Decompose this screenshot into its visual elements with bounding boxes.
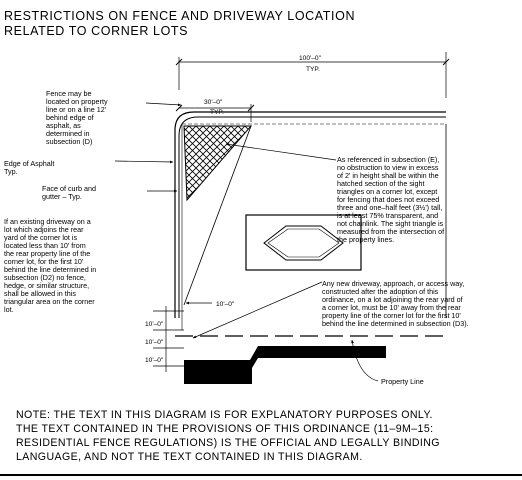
sight-note-line: measured from the intersection of (337, 227, 444, 236)
sight-triangle-note: As referenced in subsection (E), no obst… (337, 155, 446, 244)
asphalt-edge-note: Edge of Asphalt Typ. (4, 159, 56, 176)
sight-triangle-hatched (183, 125, 253, 202)
dim-10-label-1: 10'–0" (145, 321, 164, 328)
driveway-note-line: lot which adjoins the rear (4, 225, 84, 234)
curb-note-line: Face of curb and (42, 184, 96, 193)
fence-note-line: asphalt, as (46, 121, 81, 130)
sight-note-line: for fencing that does not exceed (337, 195, 439, 204)
fence-note-line: Fence may be (46, 89, 92, 98)
curb-and-asphalt-lines (174, 111, 446, 330)
fence-note-line: located on property (46, 97, 108, 106)
dim-100-typ: TYP. (306, 66, 320, 73)
sight-note-line: of 2' in height shall be within the (337, 171, 439, 180)
existing-driveway-note: If an existing driveway on a lot which a… (4, 217, 98, 314)
fence-note-line: subsection (D) (46, 137, 92, 146)
dimension-10-ft-stack: 10'–0" 10'–0" 10'–0" 10'–0" (145, 301, 235, 372)
note-line: LANGUAGE, AND NOT THE TEXT CONTAINED IN … (16, 451, 363, 463)
fence-note-line: line or on a line 12' (46, 105, 107, 114)
curb-note-line: gutter – Typ. (42, 192, 82, 201)
new-driveway-line: property line of the corner lot for the … (322, 311, 461, 320)
new-driveway-line: a corner lot, must be 10' away from the … (322, 303, 461, 312)
driveway-note-line: If an existing driveway on a (4, 217, 91, 226)
driveway-note-line: subsection (D2) no fence, (4, 273, 86, 282)
curb-face-note: Face of curb and gutter – Typ. (42, 184, 98, 201)
house-footprint (245, 214, 362, 271)
note-line: RESIDENTIAL FENCE REGULATIONS) IS THE OF… (16, 437, 440, 449)
fence-location-note: Fence may be located on property line or… (46, 89, 110, 146)
driveway-note-line: corner lot, for the first 10' (4, 257, 84, 266)
note-line: NOTE: THE TEXT IN THIS DIAGRAM IS FOR EX… (16, 409, 433, 421)
leader-lines (114, 102, 379, 382)
fence-note-line: determined in (46, 129, 90, 138)
dim-100-label: 100'–0" (299, 55, 322, 62)
asphalt-note-line: Typ. (4, 167, 18, 176)
title-line-2: RELATED TO CORNER LOTS (4, 24, 188, 38)
driveway-note-line: the rear property line of the (4, 249, 90, 258)
driveway-note-line: yard of the corner lot is (4, 233, 78, 242)
property-line-label: Property Line (381, 377, 424, 386)
asphalt-note-line: Edge of Asphalt (4, 159, 54, 168)
driveway-note-line: lot. (4, 305, 14, 314)
driveway-note-line: triangular area on the corner (4, 297, 95, 306)
sight-note-line: hatched section of the sight (337, 179, 425, 188)
sight-note-line: triangles on a corner lot, except (337, 187, 437, 196)
sight-note-line: the property lines. (337, 235, 394, 244)
dim-10-label-3: 10'–0" (145, 357, 164, 364)
sight-note-line: no obstruction to view in excess (337, 163, 439, 172)
driveway-slab (184, 346, 386, 384)
new-driveway-line: Any new driveway, approach, or access wa… (322, 279, 464, 288)
fence-note-line: behind edge of (46, 113, 94, 122)
new-driveway-line: behind the line determined in subsection… (322, 319, 469, 328)
sight-line (183, 125, 252, 306)
new-driveway-line: ordinance, on a lot adjoining the rear y… (322, 295, 463, 304)
driveway-note-line: hedge, or similar structure, (4, 281, 89, 290)
dim-10-label-2: 10'–0" (145, 339, 164, 346)
disclaimer-note: NOTE: THE TEXT IN THIS DIAGRAM IS FOR EX… (16, 409, 443, 463)
title-line-1: RESTRICTIONS ON FENCE AND DRIVEWAY LOCAT… (4, 9, 355, 23)
dimension-100-ft: 100'–0" TYP. (175, 52, 450, 98)
dim-30-label: 30'–0" (204, 99, 223, 106)
sight-note-line: is at least 75% transparent, and (337, 211, 438, 220)
new-driveway-line: constructed after the adoption of this (322, 287, 439, 296)
dim-10-label-top: 10'–0" (216, 301, 235, 308)
bottom-border (0, 474, 522, 476)
sight-note-line: not chainlink. The sight triangle is (337, 219, 444, 228)
note-line: THE TEXT CONTAINED IN THE PROVISIONS OF … (16, 423, 433, 435)
new-driveway-note: Any new driveway, approach, or access wa… (322, 279, 469, 328)
sight-note-line: As referenced in subsection (E), (337, 155, 439, 164)
sight-note-line: three and one–half feet (3½') tall, (337, 203, 442, 212)
driveway-note-line: located less than 10' from (4, 241, 86, 250)
driveway-note-line: shall be allowed in this (4, 289, 76, 298)
driveway-note-line: behind the line determined in (4, 265, 96, 274)
